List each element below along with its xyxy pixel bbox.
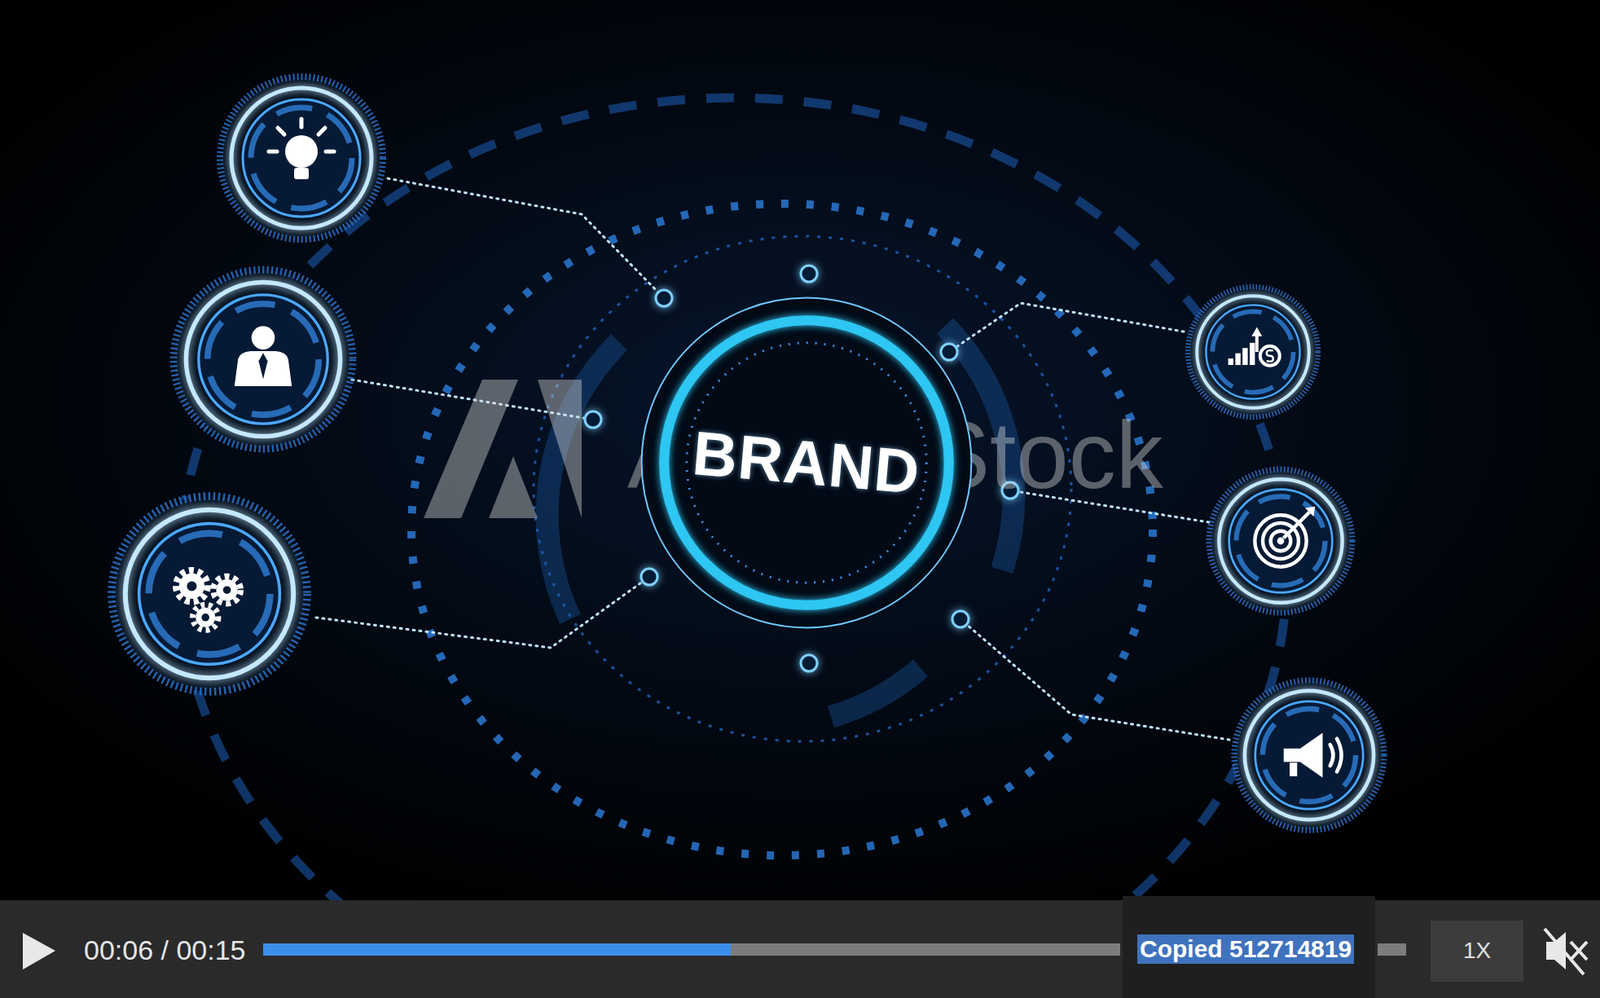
copied-id-selection: Copied 512714819 bbox=[1137, 934, 1354, 965]
target-icon bbox=[1283, 512, 1310, 539]
progress-track bbox=[1377, 943, 1407, 956]
lightbulb-icon bbox=[318, 127, 326, 135]
lightbulb-icon bbox=[219, 76, 383, 240]
target-icon bbox=[1277, 537, 1285, 546]
target-icon bbox=[1208, 469, 1353, 613]
arc-segment bbox=[830, 668, 921, 717]
dotted-connector bbox=[316, 576, 650, 648]
growth-chart-icon bbox=[1249, 342, 1255, 365]
megaphone-icon bbox=[1330, 744, 1334, 766]
growth-chart-icon bbox=[1228, 327, 1263, 365]
progress-track bbox=[263, 943, 1121, 956]
mute-icon bbox=[1570, 941, 1587, 960]
ring-dot bbox=[800, 265, 818, 282]
dotted-connector bbox=[960, 619, 1230, 740]
watermark-logo bbox=[423, 379, 582, 519]
megaphone-icon bbox=[1289, 762, 1297, 777]
person-icon bbox=[173, 269, 353, 449]
ring-dot bbox=[940, 343, 958, 361]
mute-icon bbox=[1544, 928, 1584, 975]
brand-hub-circle-outline bbox=[686, 342, 927, 583]
growth-chart-icon bbox=[1228, 358, 1234, 365]
gears-icon bbox=[215, 579, 238, 601]
time-display: 00:06 / 00:15 bbox=[83, 934, 247, 967]
growth-chart-icon bbox=[1255, 334, 1259, 352]
hub-label: BRAND bbox=[690, 417, 924, 508]
target-icon bbox=[1305, 506, 1315, 517]
brand-hub-circle-outline bbox=[641, 298, 972, 629]
ring-dot bbox=[952, 610, 969, 628]
dotted-connector bbox=[949, 303, 1184, 352]
growth-chart-icon bbox=[1251, 327, 1262, 337]
person-icon bbox=[251, 325, 276, 350]
ring-dot bbox=[584, 265, 1019, 672]
gears-icon bbox=[175, 570, 241, 630]
copied-id-selection: Copied 512714819 bbox=[1137, 934, 1354, 965]
ring-dot bbox=[800, 654, 818, 672]
ring-dot bbox=[584, 411, 602, 428]
gears-icon bbox=[223, 585, 232, 594]
growth-chart-icon bbox=[1260, 346, 1280, 366]
dark-background bbox=[0, 0, 1600, 901]
person-icon bbox=[173, 269, 353, 449]
gears-icon bbox=[111, 496, 308, 692]
speed-button-label: 1X bbox=[1463, 937, 1491, 964]
dotted-connector bbox=[316, 178, 1230, 740]
gears-icon bbox=[201, 613, 210, 622]
gears-icon bbox=[186, 580, 197, 591]
ring-dot bbox=[641, 568, 658, 585]
megaphone-icon bbox=[1234, 680, 1385, 831]
progress-fill bbox=[263, 943, 731, 956]
middle-dotted-ring bbox=[411, 203, 1153, 856]
megaphone-icon bbox=[1330, 738, 1342, 772]
gears-icon bbox=[175, 570, 207, 602]
play-button-icon bbox=[22, 932, 56, 970]
lightbulb-icon bbox=[325, 149, 335, 154]
gears-icon bbox=[193, 604, 219, 630]
mute-icon bbox=[1544, 928, 1587, 975]
growth-chart-icon bbox=[1266, 350, 1274, 362]
mute-icon bbox=[1570, 941, 1587, 960]
lightbulb-icon bbox=[277, 127, 285, 135]
brand-hub-circle-outline bbox=[663, 320, 950, 606]
growth-chart-icon bbox=[1187, 286, 1319, 418]
time-display: 00:06 / 00:15 bbox=[83, 934, 247, 967]
gears-icon bbox=[186, 580, 231, 621]
dotted-connector bbox=[387, 178, 664, 299]
growth-chart-icon bbox=[1235, 353, 1240, 365]
tooltip-panel bbox=[1122, 896, 1376, 998]
growth-chart-icon bbox=[1242, 347, 1248, 365]
speed-button-label: 1X bbox=[1463, 937, 1491, 964]
lightbulb-icon bbox=[294, 167, 309, 180]
brand-hub-circle: BRAND bbox=[619, 275, 994, 651]
megaphone-icon bbox=[1336, 738, 1342, 772]
gears-icon bbox=[111, 496, 308, 692]
megaphone-icon bbox=[1283, 732, 1324, 778]
gears-icon bbox=[195, 607, 216, 628]
lightbulb-icon bbox=[268, 118, 335, 152]
person-icon bbox=[234, 351, 292, 387]
person-icon bbox=[259, 352, 269, 379]
lightbulb-icon bbox=[285, 135, 318, 168]
growth-chart-icon bbox=[1187, 286, 1319, 418]
lightbulb-icon bbox=[219, 76, 383, 240]
ring-dot bbox=[655, 290, 673, 307]
lightbulb-icon bbox=[299, 118, 304, 128]
target-icon bbox=[1208, 469, 1353, 613]
gears-icon bbox=[213, 575, 242, 604]
outer-dashed-ring bbox=[179, 97, 1288, 998]
speed-button bbox=[1430, 920, 1524, 982]
megaphone-icon bbox=[1234, 680, 1385, 831]
watermark-logo bbox=[537, 379, 582, 519]
lightbulb-icon bbox=[268, 149, 277, 154]
watermark-logo bbox=[488, 456, 538, 519]
